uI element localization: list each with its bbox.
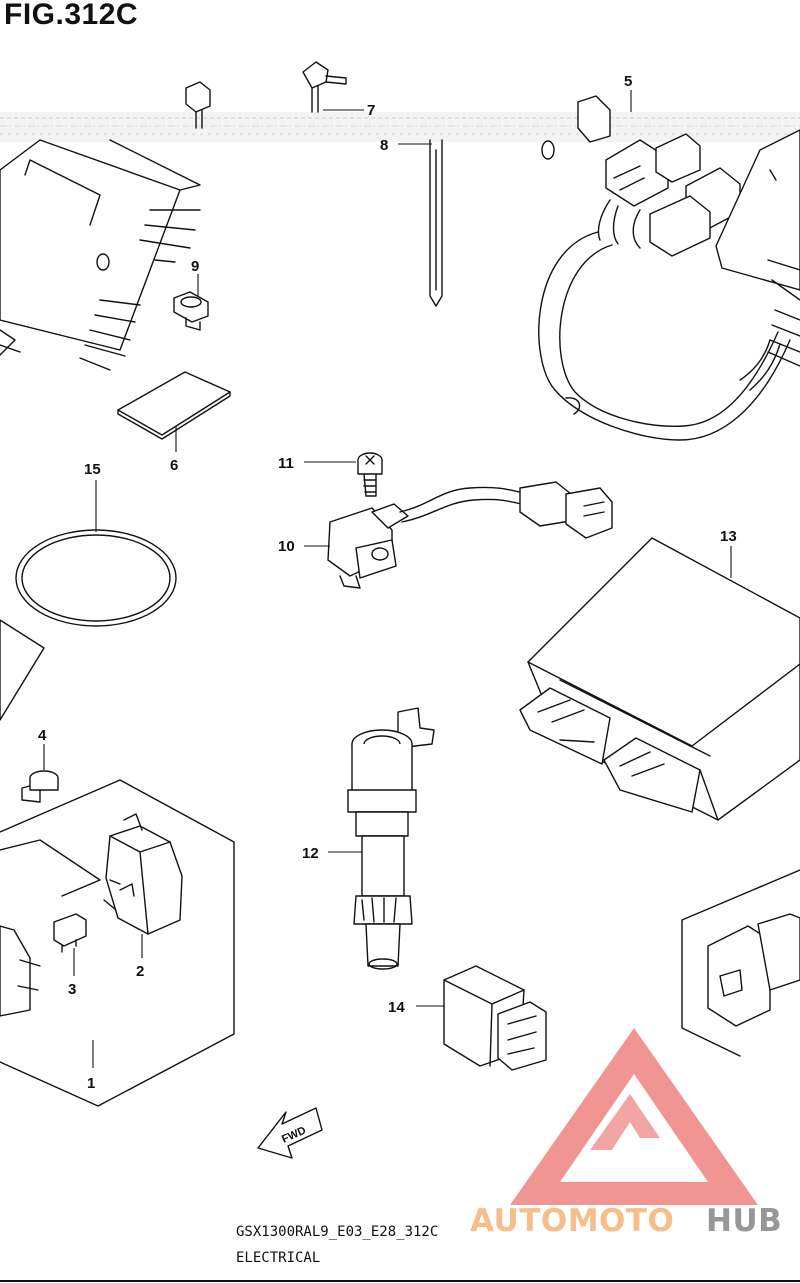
callout-12: 12 xyxy=(302,845,319,862)
callout-8: 8 xyxy=(380,137,388,154)
part-o-ring-15 xyxy=(15,529,177,627)
part-ignition-coil-12 xyxy=(347,707,435,970)
part-partial-unit xyxy=(681,869,800,1057)
callout-3: 3 xyxy=(68,981,76,998)
callout-6: 6 xyxy=(170,457,178,474)
callout-2: 2 xyxy=(136,963,144,980)
part-clip-7 xyxy=(185,61,347,129)
part-screw-11 xyxy=(357,452,383,497)
section-caption: ELECTRICAL xyxy=(236,1250,321,1266)
fwd-arrow: FWD xyxy=(257,1107,323,1159)
callout-4: 4 xyxy=(38,727,47,744)
part-fuse-3 xyxy=(53,913,87,953)
watermark: AUTOMOTO HUB xyxy=(470,1028,782,1239)
part-connector-14 xyxy=(443,965,547,1071)
callout-7: 7 xyxy=(367,102,375,119)
part-sensor-10 xyxy=(327,481,613,589)
callout-15: 15 xyxy=(84,461,101,478)
part-harness-5 xyxy=(538,95,800,441)
watermark-text-automoto: AUTOMOTO xyxy=(470,1203,674,1239)
part-bolt-4 xyxy=(21,770,59,803)
part-relay-2 xyxy=(103,813,183,935)
watermark-triangle-logo xyxy=(510,1028,758,1205)
leader-lines xyxy=(43,90,732,1068)
callout-1: 1 xyxy=(87,1075,95,1092)
callout-13: 13 xyxy=(720,528,737,545)
callout-11: 11 xyxy=(278,455,294,472)
callout-9: 9 xyxy=(191,258,199,275)
part-bolt-9 xyxy=(173,291,209,331)
callouts: 5 7 8 9 6 15 11 10 13 4 12 2 3 14 1 xyxy=(38,73,737,1092)
part-cable-tie-8 xyxy=(429,139,443,307)
figure-title: FIG.312C xyxy=(4,0,139,31)
callout-5: 5 xyxy=(624,73,632,90)
part-relay-box-1 xyxy=(0,619,235,1107)
drawing-code: GSX1300RAL9_E03_E28_312C xyxy=(236,1224,439,1240)
scan-noise-band xyxy=(0,112,800,142)
callout-14: 14 xyxy=(388,999,405,1016)
part-ecm-13 xyxy=(519,537,800,821)
watermark-text-hub: HUB xyxy=(706,1203,782,1239)
callout-10: 10 xyxy=(278,538,295,555)
part-regulator xyxy=(0,139,231,440)
